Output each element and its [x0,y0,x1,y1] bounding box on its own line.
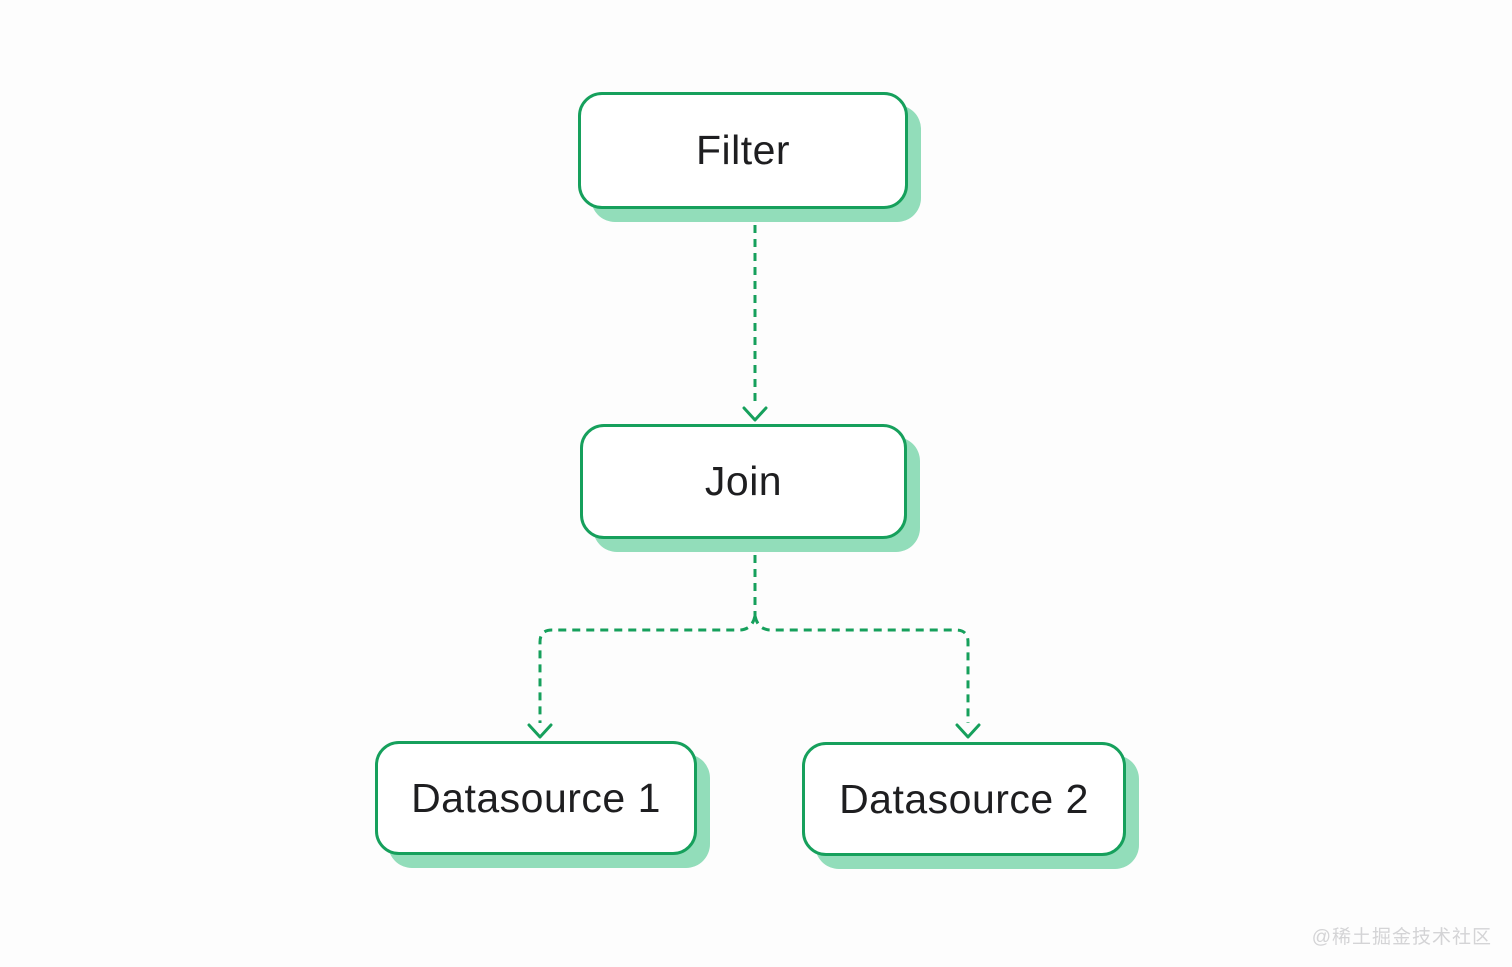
node-label: Datasource 2 [839,775,1089,822]
node-datasource1: Datasource 1 [375,741,697,855]
edge-line [538,615,757,723]
node-datasource2: Datasource 2 [802,742,1126,856]
edge-filter-join [742,211,768,422]
node-join: Join [580,424,907,539]
node-filter: Filter [578,92,908,209]
node-label: Filter [695,127,791,173]
edge-line [753,615,970,723]
arrow-down-icon [527,723,553,739]
edge-join-datasource2 [753,615,981,739]
arrow-down-icon [742,406,768,422]
arrow-down-icon [955,723,981,739]
edge-join-datasource1 [527,615,757,739]
watermark: @稀土掘金技术社区 [1311,927,1492,948]
node-label: Datasource 1 [411,774,661,821]
node-label: Join [704,458,783,504]
